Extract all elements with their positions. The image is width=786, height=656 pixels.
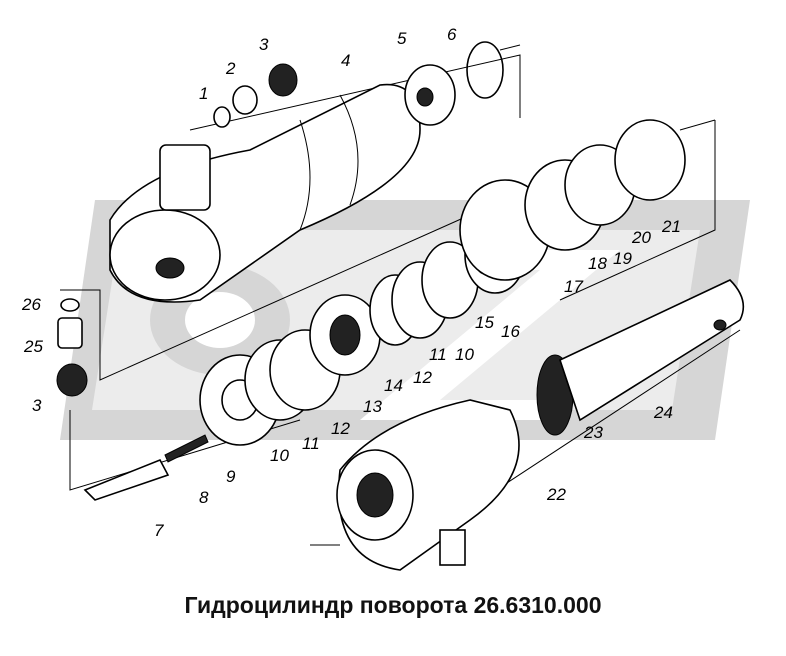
callout-24: 24 — [653, 403, 673, 422]
callout-19: 19 — [613, 249, 632, 268]
callout-2: 2 — [225, 59, 236, 78]
seal-rings — [199, 119, 686, 446]
callout-labels: 1 2 3 4 5 6 26 25 3 7 8 9 10 11 12 13 14… — [21, 25, 681, 540]
callout-21: 21 — [661, 217, 681, 236]
diagram-title: Гидроцилиндр поворота 26.6310.000 — [184, 592, 602, 618]
callout-10b: 10 — [455, 345, 474, 364]
callout-25: 25 — [23, 337, 43, 356]
callout-12b: 12 — [413, 368, 432, 387]
cylinder-body — [109, 83, 421, 303]
top-parts — [213, 41, 504, 128]
callout-6: 6 — [447, 25, 457, 44]
callout-1: 1 — [199, 84, 208, 103]
callout-10: 10 — [270, 446, 289, 465]
callout-20: 20 — [631, 228, 651, 247]
callout-11: 11 — [302, 434, 320, 453]
left-parts — [56, 298, 88, 397]
callout-4: 4 — [341, 51, 350, 70]
callout-7: 7 — [154, 521, 164, 540]
callout-18: 18 — [588, 254, 607, 273]
callout-17: 17 — [564, 277, 583, 296]
callout-3: 3 — [259, 35, 269, 54]
callout-23: 23 — [583, 423, 603, 442]
rod-assembly — [336, 279, 745, 571]
callout-14: 14 — [384, 376, 403, 395]
callout-26: 26 — [21, 295, 41, 314]
callout-15: 15 — [475, 313, 494, 332]
callout-9: 9 — [226, 467, 236, 486]
callout-12: 12 — [331, 419, 350, 438]
callout-22: 22 — [546, 485, 566, 504]
callout-11b: 11 — [429, 345, 447, 364]
callout-16: 16 — [501, 322, 520, 341]
callout-5: 5 — [397, 29, 407, 48]
callout-3b: 3 — [32, 396, 42, 415]
callout-13: 13 — [363, 397, 382, 416]
callout-8: 8 — [199, 488, 209, 507]
